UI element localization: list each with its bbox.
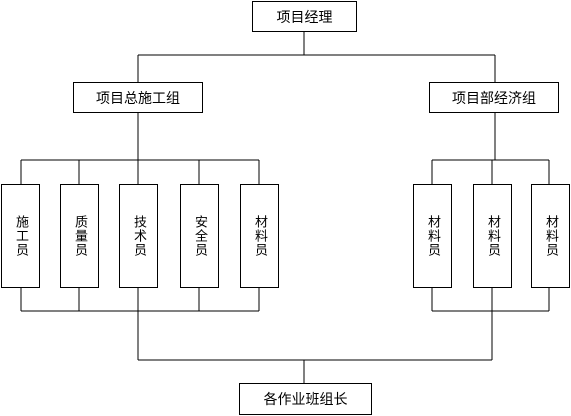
staff-label: 材料员	[425, 215, 440, 257]
staff-label: 材料员	[485, 215, 500, 257]
team-leaders-label: 各作业班组长	[263, 392, 348, 408]
staff-box-materials: 材料员	[240, 184, 279, 288]
economic-group-label: 项目部经济组	[452, 90, 536, 107]
project-manager-label: 项目经理	[276, 9, 333, 26]
construction-group-box: 项目总施工组	[73, 82, 203, 113]
staff-box-materials-1: 材料员	[413, 184, 452, 288]
staff-label: 质量员	[72, 215, 87, 257]
staff-label: 技术员	[131, 215, 146, 257]
economic-group-box: 项目部经济组	[429, 82, 559, 113]
project-manager-box: 项目经理	[252, 1, 357, 32]
team-leaders-box: 各作业班组长	[239, 383, 372, 415]
staff-box-materials-2: 材料员	[473, 184, 512, 288]
staff-box-safety: 安全员	[180, 184, 219, 288]
staff-box-materials-3: 材料员	[531, 184, 570, 288]
staff-box-constructor: 施工员	[1, 184, 40, 288]
staff-label: 施工员	[13, 215, 28, 257]
construction-group-label: 项目总施工组	[96, 90, 180, 107]
staff-label: 材料员	[252, 215, 267, 257]
staff-box-quality: 质量员	[60, 184, 99, 288]
staff-label: 安全员	[192, 215, 207, 257]
staff-box-technician: 技术员	[119, 184, 158, 288]
staff-label: 材料员	[543, 215, 558, 257]
